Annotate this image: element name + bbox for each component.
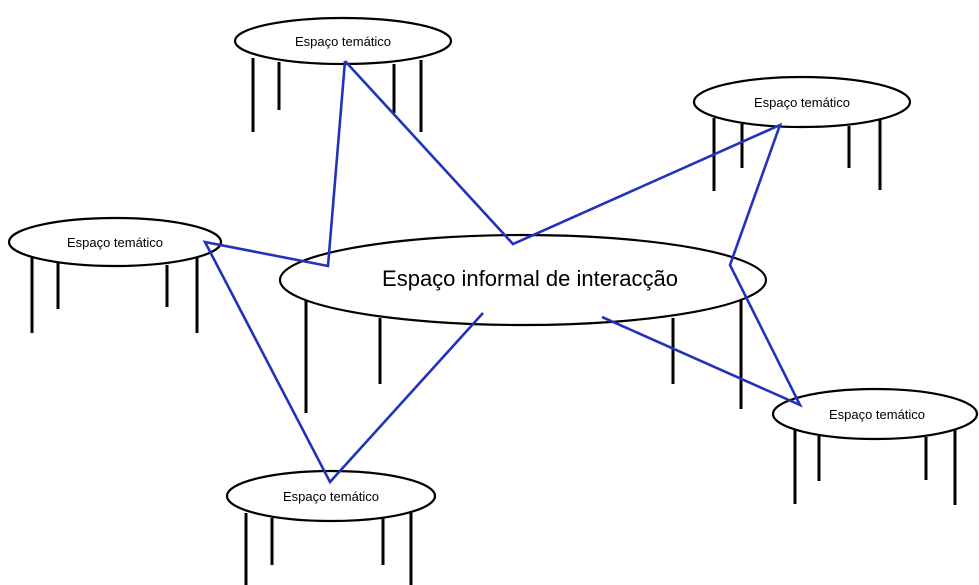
theme-table-top-left xyxy=(7,216,223,268)
table-legs xyxy=(30,58,957,585)
center-table-top xyxy=(278,233,768,327)
theme-table-top-bottom-right xyxy=(771,387,979,441)
table-tops xyxy=(7,16,979,523)
table-labels: Espaço temático Espaço temático Espaço t… xyxy=(67,34,925,504)
theme-table-label: Espaço temático xyxy=(67,235,163,250)
theme-table-label: Espaço temático xyxy=(754,95,850,110)
theme-table-label: Espaço temático xyxy=(283,489,379,504)
theme-table-top-bottom xyxy=(225,469,437,523)
theme-table-top-top xyxy=(233,16,453,66)
connector-top-to-top-right xyxy=(344,60,803,408)
theme-table-label: Espaço temático xyxy=(295,34,391,49)
center-table-label: Espaço informal de interacção xyxy=(382,266,678,291)
theme-table-label: Espaço temático xyxy=(829,407,925,422)
theme-table-top-top-right xyxy=(692,75,912,129)
connector-top-to-left xyxy=(202,60,484,485)
connector-lines xyxy=(202,60,803,485)
